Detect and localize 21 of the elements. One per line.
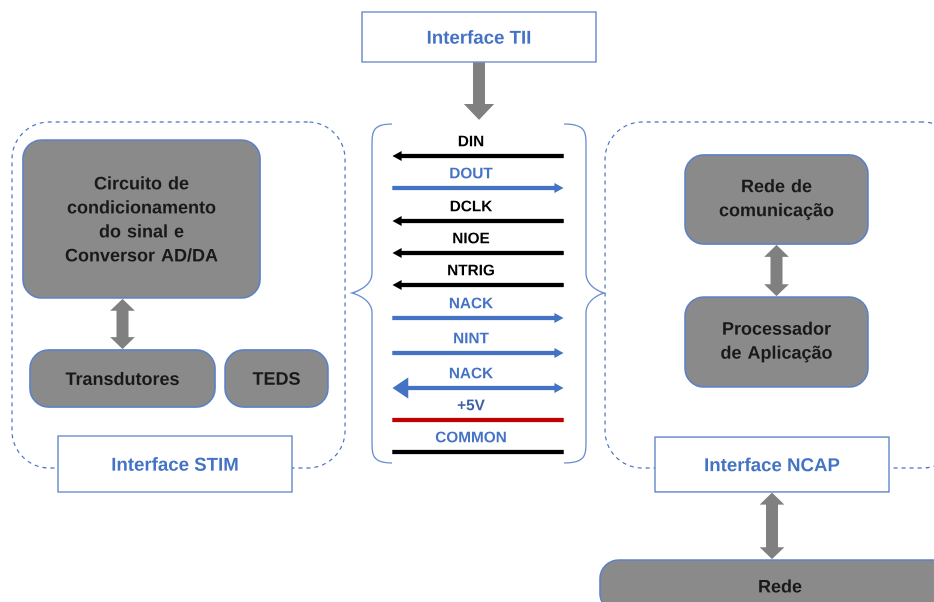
process-box: Rede de comunicação: [684, 154, 869, 245]
signal-label: DOUT: [450, 168, 493, 178]
signal-label: NTRIG: [448, 264, 494, 276]
process-box: Circuito de condicionamento do sinal e Conversor AD/DA: [22, 139, 261, 299]
process-box: Processador de Aplicação: [684, 296, 869, 388]
signal-label: +5V: [458, 400, 485, 410]
signal-label: NIOE: [453, 232, 490, 244]
interface-box: Interface STIM: [57, 435, 293, 493]
signal-label: DCLK: [450, 200, 492, 212]
interface-box: Interface NCAP: [654, 436, 890, 493]
interface-box: Interface TII: [361, 11, 597, 63]
signal-label: NACK: [450, 298, 493, 308]
signal-label: DIN: [458, 136, 484, 146]
curly-brace: [351, 123, 392, 464]
signal-label: NACK: [450, 368, 493, 378]
signal-label: NINT: [454, 332, 489, 344]
process-box: Transdutores: [29, 349, 216, 408]
process-box: TEDS: [224, 349, 329, 408]
signal-label: COMMON: [436, 432, 506, 442]
process-box: Rede: [599, 559, 934, 602]
curly-brace: [564, 123, 605, 464]
